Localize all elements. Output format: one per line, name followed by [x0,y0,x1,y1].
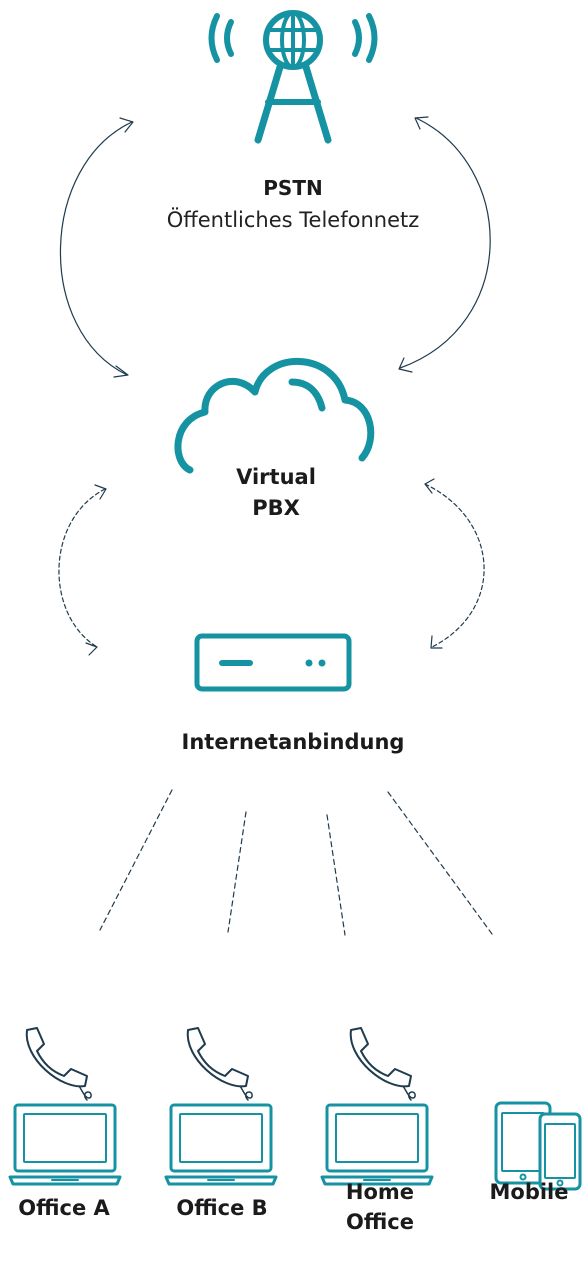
cloud-icon [174,357,375,474]
pstn-title: PSTN [263,176,323,200]
phone-handset-icon-b [186,1027,253,1101]
pbx-label-line1: Virtual [236,465,316,489]
device-label-office-b: Office B [176,1196,268,1220]
internet-device-links [99,789,493,936]
phone-handset-icon-a [25,1027,92,1101]
pstn-subtitle: Öffentliches Telefonnetz [166,208,420,232]
device-label-office-a: Office A [18,1196,110,1220]
pbx-label-line2: PBX [252,496,300,520]
internet-label: Internetanbindung [181,730,405,754]
device-label-home-line1: Home [345,1180,415,1204]
router-icon [194,633,352,692]
tablet-phone-icon [494,1101,582,1191]
laptop-icon-a [8,1103,122,1186]
laptop-icon-c [320,1103,434,1186]
device-label-home-line2: Office [346,1210,414,1234]
pstn-pbx-connectors [59,116,491,378]
pbx-internet-connectors [58,478,485,656]
device-label-mobile: Mobile [489,1180,569,1204]
laptop-icon-b [164,1103,278,1186]
phone-handset-icon-c [349,1027,416,1101]
antenna-globe-icon [208,10,378,144]
